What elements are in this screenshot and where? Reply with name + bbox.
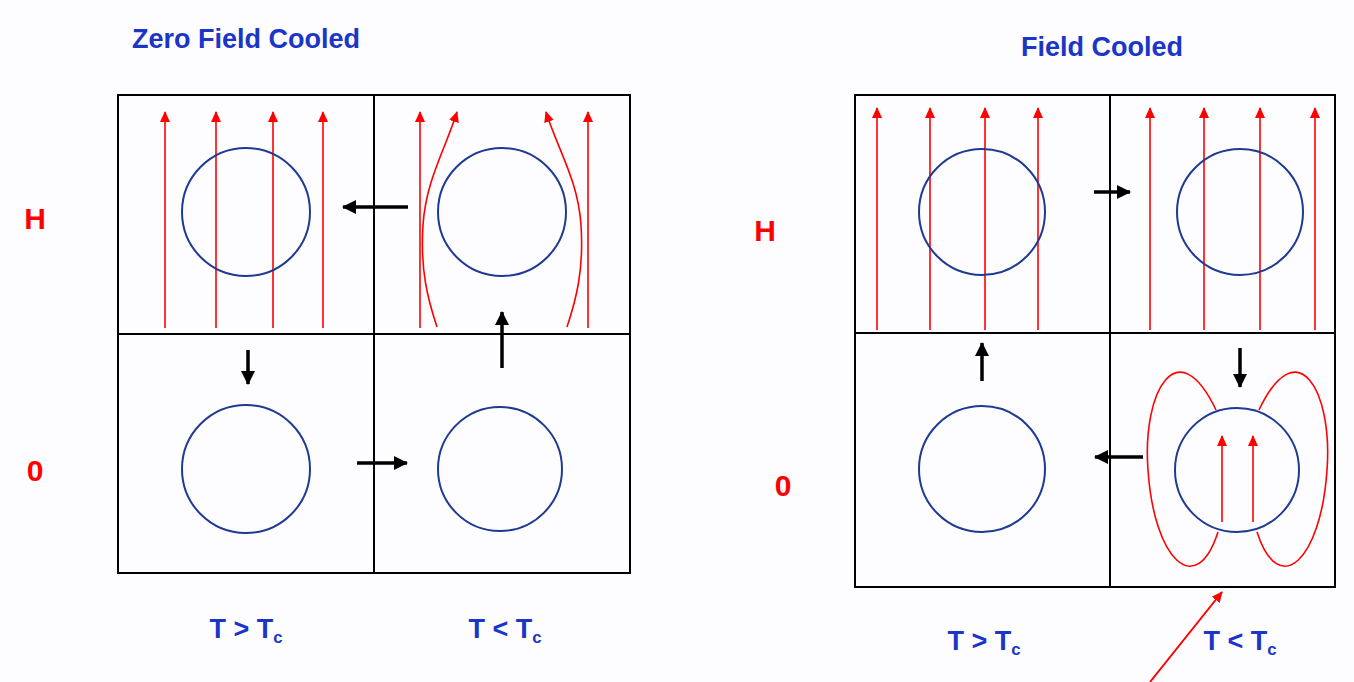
zfc-field-lines [165,112,588,328]
fc-steps [982,192,1240,457]
zfc-sample [182,148,566,533]
temperature-label: T < Tc [468,615,541,645]
temperature-label: T > Tc [209,615,282,645]
fc-sample [919,149,1303,532]
field-axis-label: 0 [27,454,44,487]
field-axis-label: H [754,214,776,247]
panel-heading: Zero Field Cooled [132,25,360,55]
field-axis-label: 0 [775,469,792,502]
field-axis-label: H [24,202,46,235]
fc-trapped-flux [1147,372,1327,566]
temperature-label: T < Tc [1203,627,1276,657]
zfc-grid [118,95,630,573]
zfc-steps [248,207,502,463]
fc-grid [855,95,1335,587]
fc-field-lines [877,108,1315,330]
panel-heading: Field Cooled [1021,33,1183,63]
temperature-label: T > Tc [947,627,1020,657]
